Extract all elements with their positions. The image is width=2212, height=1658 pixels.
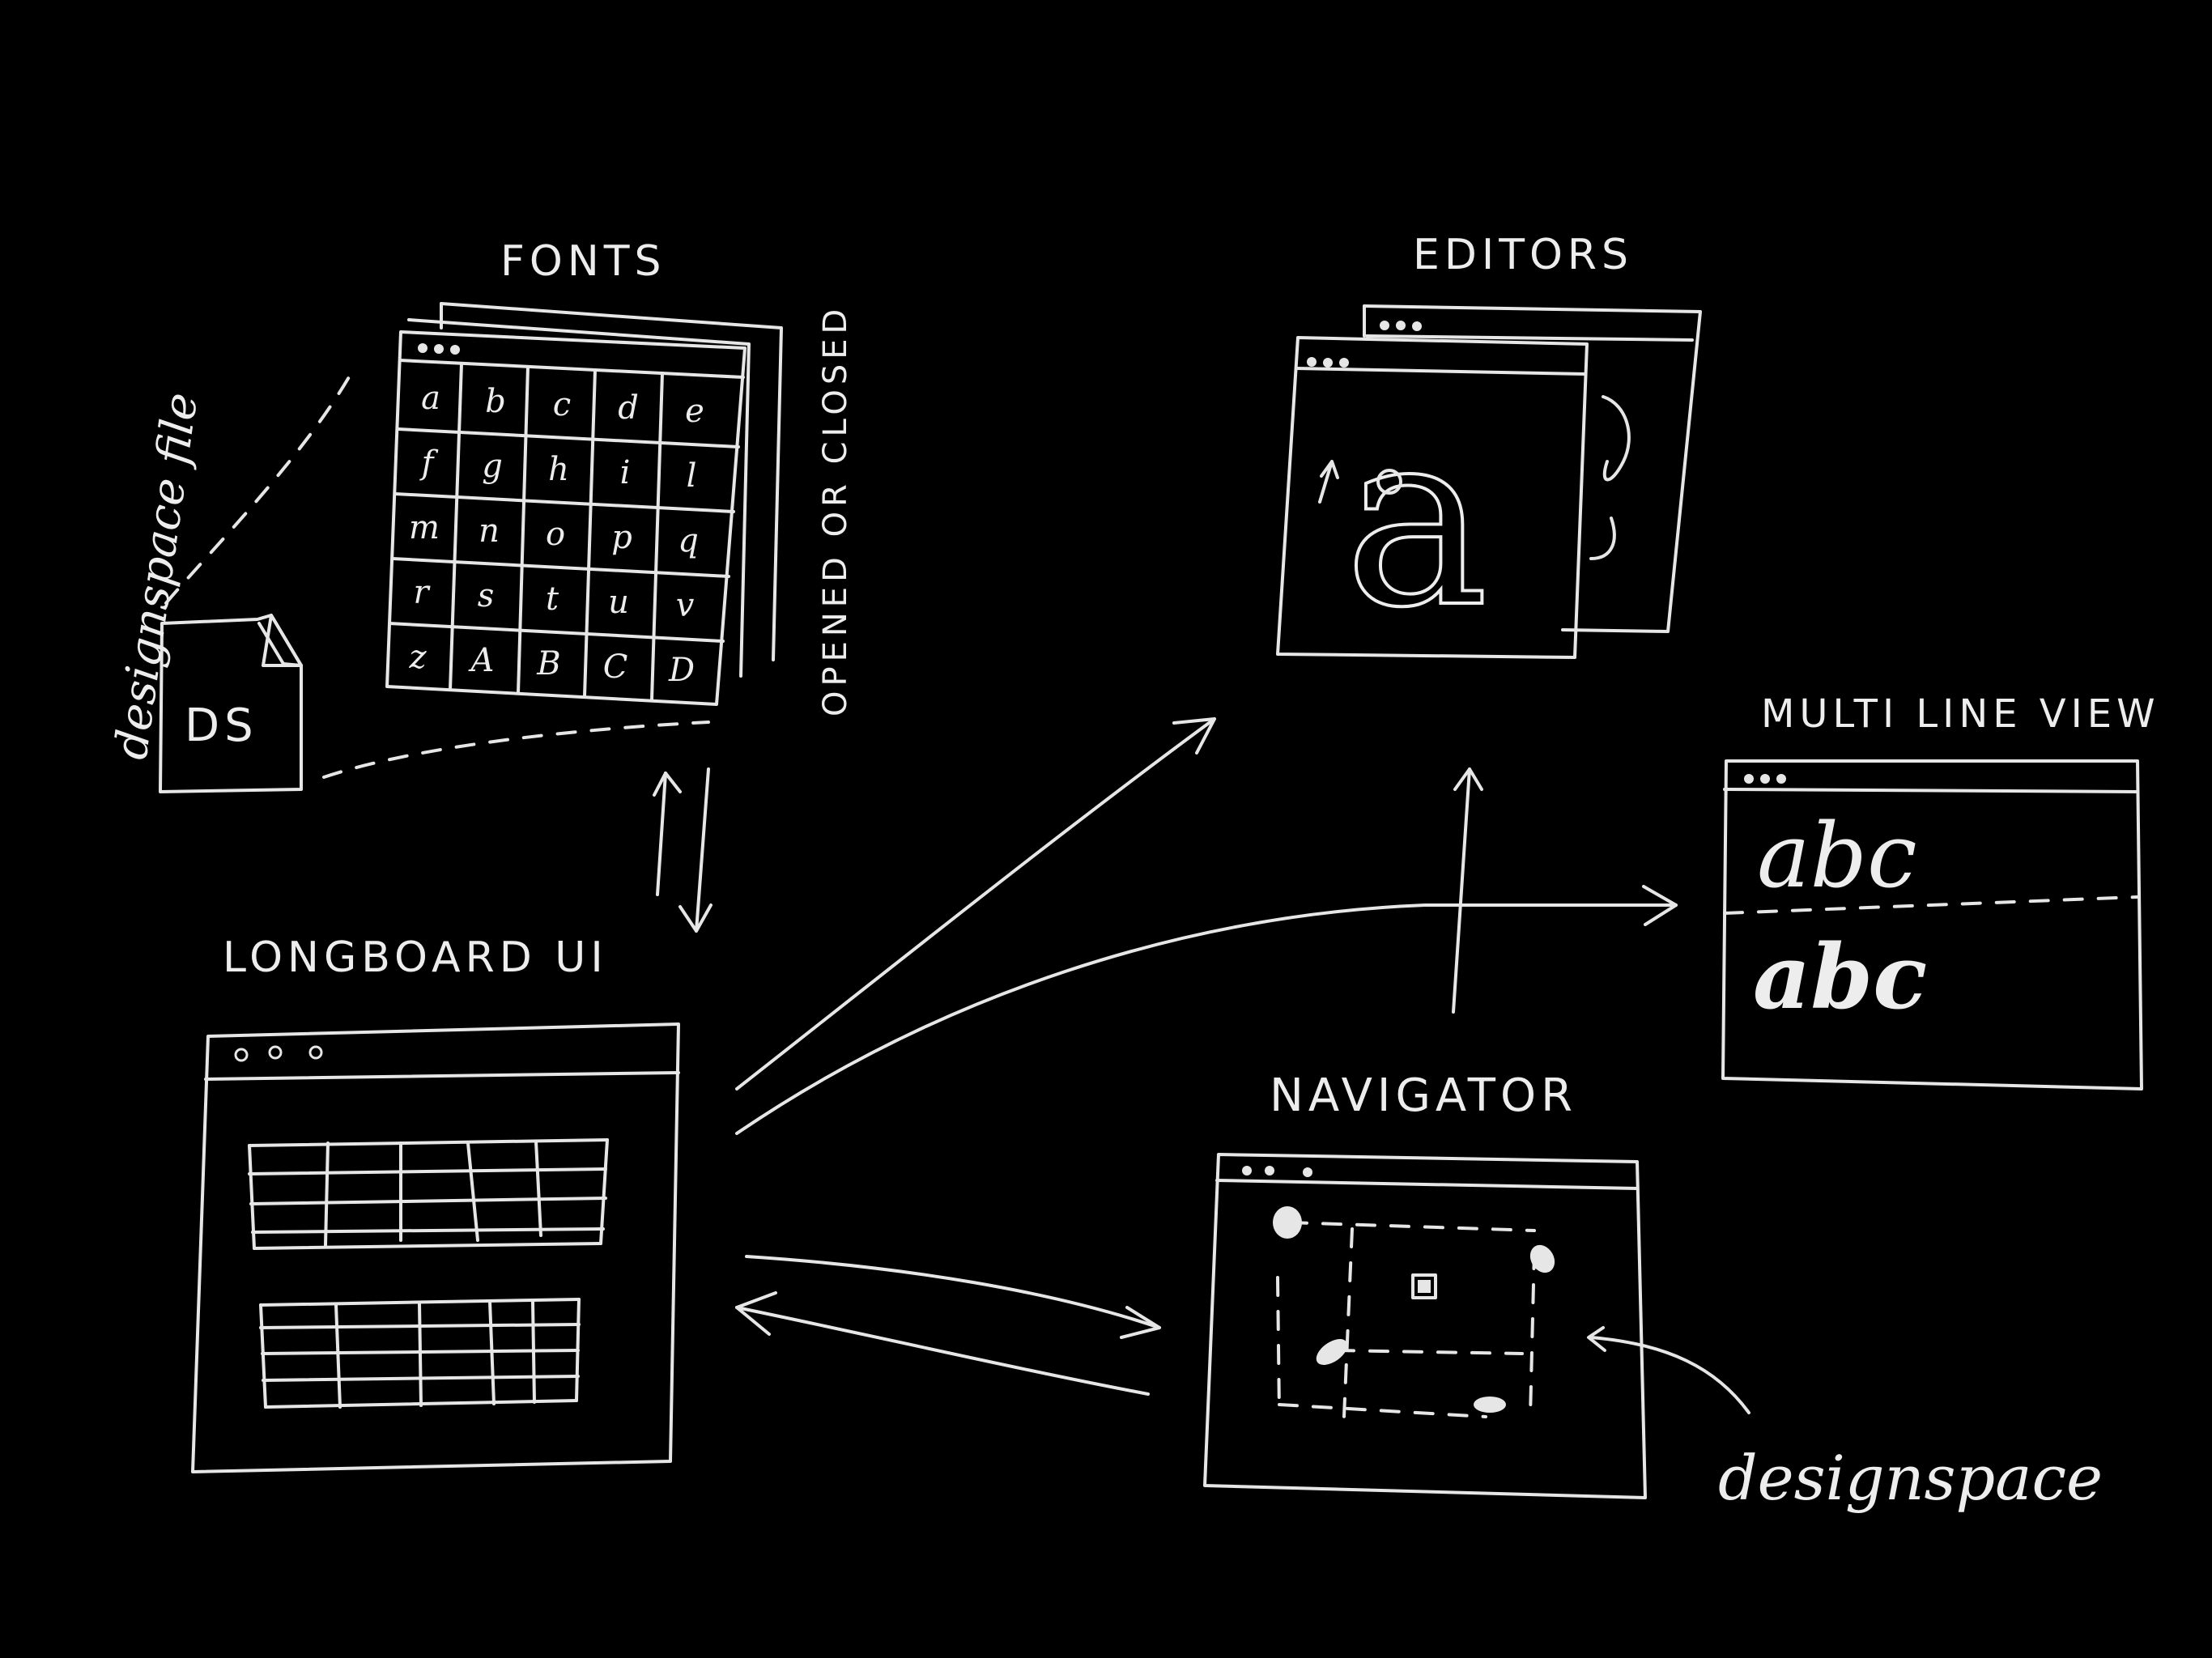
multi-line-row-1: abc [1757,804,1917,908]
longboard-window [191,1022,680,1473]
font-grid-cell[interactable]: i [620,454,631,491]
editor-window-front: a [1276,336,1589,662]
multi-line-view-window: abc abc [1721,759,2143,1090]
font-grid-cell[interactable]: u [608,584,629,621]
font-grid-cell[interactable]: v [676,587,695,624]
multi-line-view-label: MULTI LINE VIEW [1761,691,2160,737]
font-grid-cell[interactable]: g [482,448,503,485]
font-grid-cell[interactable]: h [548,451,569,488]
font-grid-cell[interactable]: r [413,574,431,611]
font-grid-cell[interactable]: b [485,383,506,420]
designspace-pointer-arrow [1589,1336,1750,1414]
font-grid-cell[interactable]: f [419,444,439,482]
editor-glyph: a [1344,378,1489,661]
font-grid-cell[interactable]: D [668,652,695,689]
font-grid-cell[interactable]: A [468,642,495,679]
font-grid-cell[interactable]: C [603,648,628,686]
navigator-master-point-4[interactable] [1474,1397,1506,1413]
font-grid-cell[interactable]: p [611,519,632,556]
arrows-longboard-navigator [735,1255,1161,1396]
navigator-current-location[interactable] [1411,1273,1437,1299]
font-grid-cell[interactable]: d [618,389,639,427]
fonts-longboard-arrows [653,767,713,933]
fonts-window-back-1 [407,318,751,678]
fonts-to-ds-dashed-line [164,363,358,605]
font-grid: a b c d e f g h i l m n o p q r s t u v z A B C D [408,380,704,689]
font-grid-cell[interactable]: q [678,522,699,559]
font-grid-cell[interactable]: t [546,580,559,618]
font-grid-cell[interactable]: c [553,386,571,423]
navigator-master-point-2[interactable] [1525,1240,1559,1277]
font-grid-cell[interactable]: e [685,393,704,430]
arrow-longboard-to-multi-line-view [735,885,1678,1135]
font-grid-cell[interactable]: s [478,577,495,614]
font-grid-cell[interactable]: o [546,516,565,553]
ds-label: DS [185,699,258,752]
designspace-file: DS [159,614,303,793]
arrow-navigator-to-editors [1452,767,1483,1014]
designspace-pointer-arrowhead [1587,1326,1606,1352]
editor-window-back [1363,304,1702,633]
font-grid-cell[interactable]: a [421,380,440,417]
font-grid-cell[interactable]: m [409,509,440,546]
fonts-window-back-2 [440,302,783,661]
longboard-table-top [248,1138,609,1250]
navigator-master-point-3[interactable] [1312,1334,1352,1371]
opened-or-closed-label: OPENED OR CLOSED [817,304,854,716]
longboard-table-bottom [259,1298,581,1409]
font-grid-cell[interactable]: n [479,512,500,550]
arrow-longboard-to-editors [735,717,1216,1090]
ds-to-fonts-bottom-dashed-line [322,721,710,779]
editors-label: EDITORS [1413,231,1633,279]
fonts-label: FONTS [500,237,666,286]
longboard-ui-label: LONGBOARD UI [223,933,608,982]
editors-window-stack: a [1276,304,1702,662]
designspace-label: designspace [1718,1442,2103,1514]
navigator-window [1203,1153,1647,1499]
navigator-master-point-1[interactable] [1273,1206,1302,1239]
font-grid-cell[interactable]: l [687,457,697,495]
multi-line-row-2: abc [1753,925,1927,1029]
font-grid-cell[interactable]: z [408,639,427,676]
fonts-window-stack: a b c d e f g h i l m n o p q r s t u v z A B C D [385,302,783,706]
font-grid-cell[interactable]: B [536,645,560,682]
navigator-label: NAVIGATOR [1270,1069,1577,1122]
fonts-window-front [385,330,747,706]
